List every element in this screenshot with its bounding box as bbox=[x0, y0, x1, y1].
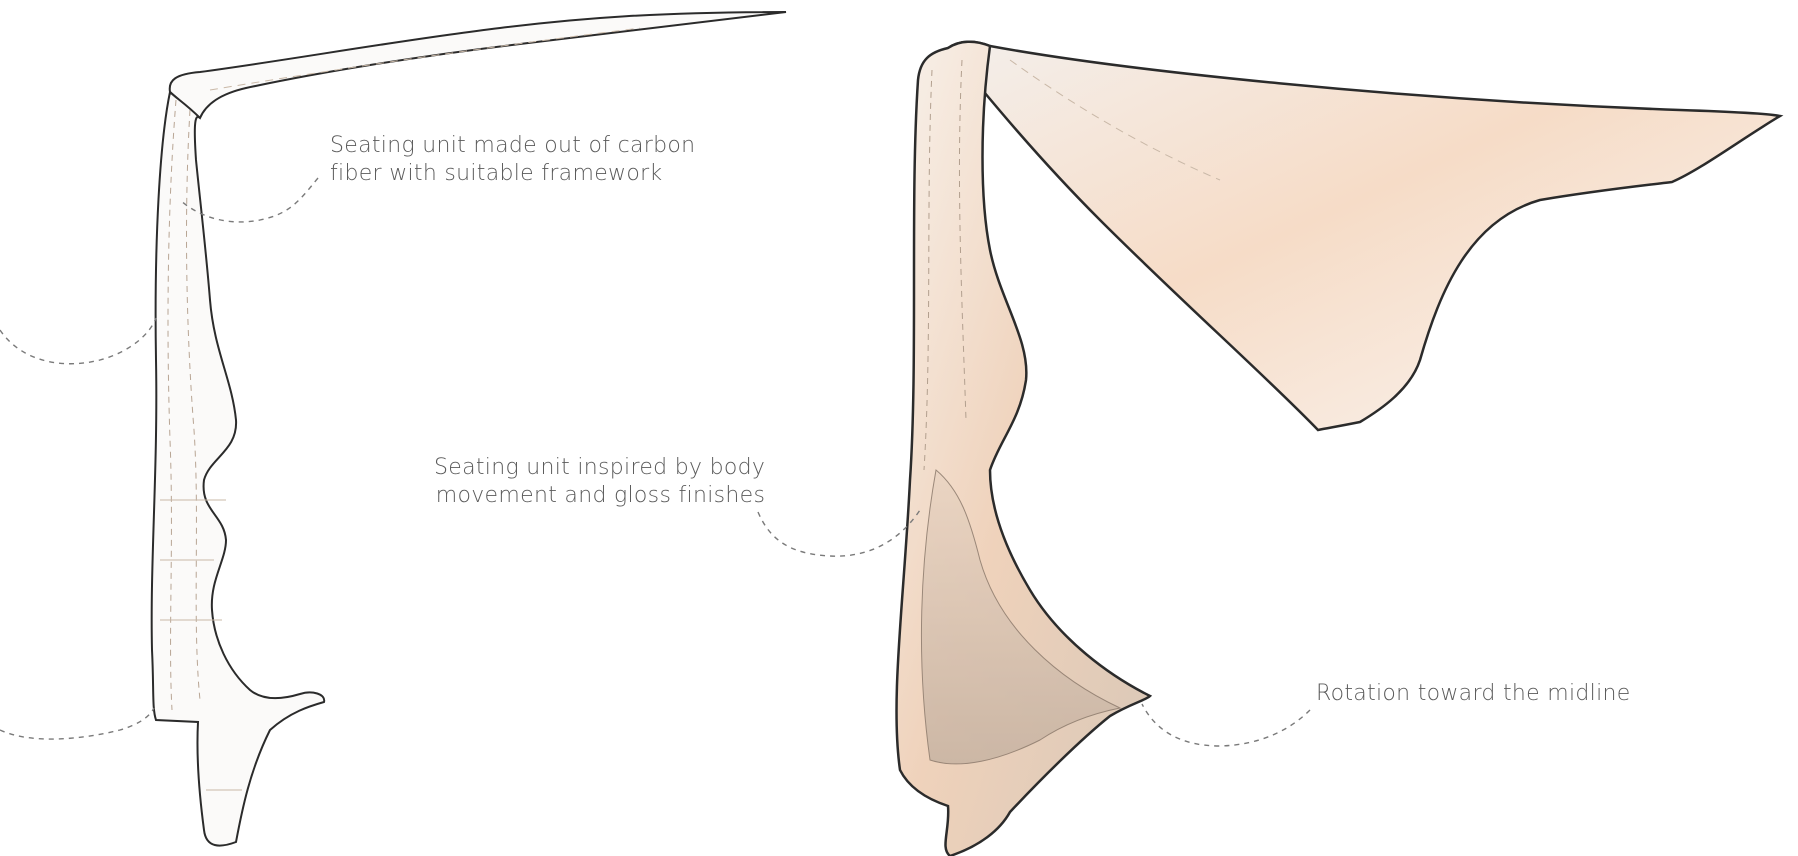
leader-body-movement bbox=[758, 510, 920, 556]
annotation-rotation: Rotation toward the midline bbox=[1316, 680, 1631, 708]
annotation-body-movement-line2: movement and gloss finishes bbox=[434, 482, 765, 510]
render-canopy bbox=[948, 42, 1780, 430]
leader-left-edge-upper bbox=[0, 318, 156, 364]
annotation-rotation-line1: Rotation toward the midline bbox=[1316, 680, 1631, 708]
annotation-body-movement: Seating unit inspired by body movement a… bbox=[434, 454, 765, 510]
leader-left-edge-lower bbox=[0, 708, 154, 739]
annotation-carbon-fiber-line1: Seating unit made out of carbon bbox=[330, 132, 695, 160]
annotation-carbon-fiber: Seating unit made out of carbon fiber wi… bbox=[330, 132, 695, 188]
profile-seat-surface bbox=[170, 12, 786, 118]
profile-body bbox=[152, 92, 325, 846]
leader-rotation bbox=[1142, 704, 1310, 746]
rendered-seat bbox=[897, 42, 1781, 856]
annotation-body-movement-line1: Seating unit inspired by body bbox=[434, 454, 765, 482]
annotation-carbon-fiber-line2: fiber with suitable framework bbox=[330, 160, 695, 188]
